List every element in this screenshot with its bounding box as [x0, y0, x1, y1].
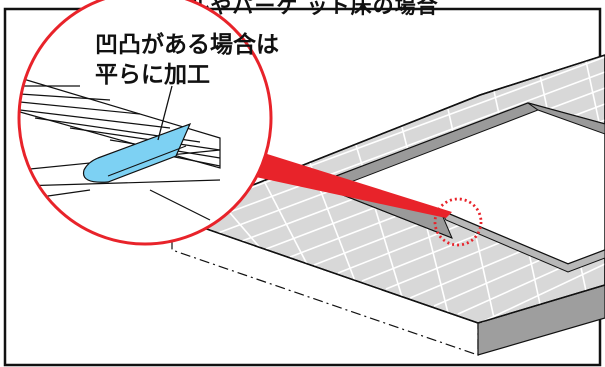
leader-wedge: [210, 136, 452, 218]
magnifier: 凹凸がある場合は 平らに加工: [17, 0, 279, 246]
callout-line-2: 平らに加工: [95, 62, 210, 88]
callout-line-1: 凹凸がある場合は: [95, 31, 279, 58]
target-circle: [433, 197, 483, 247]
floor-opening: [315, 102, 605, 273]
uneven-bump: [82, 122, 192, 183]
